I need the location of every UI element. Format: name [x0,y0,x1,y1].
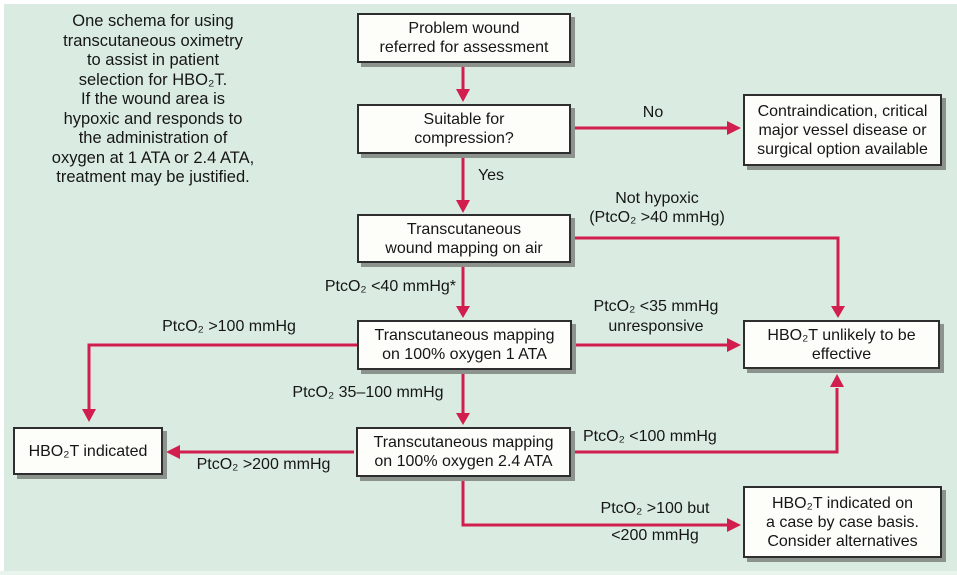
arrowhead-not-hypoxic-to-unlikely [831,306,845,318]
edge-label-ptco2-below-100: PtcO₂ <100 mmHg [583,428,717,445]
arrowhead-unresponsive-to-unlikely [727,338,741,352]
node-contraindication: Contraindication, critical major vessel … [743,94,942,166]
edge-label-ptco2-below-40: PtcO₂ <40 mmHg* [324,278,456,295]
node-hbo2t-unlikely: HBO₂T unlikely to be effective [743,320,940,369]
node-mapping-oxygen-24ata: Transcutaneous mapping on 100% oxygen 2.… [356,427,571,477]
arrowhead-midrange-to-24ata [456,413,470,425]
arrow-below100-to-unlikely [573,388,839,454]
edge-label-ptco2-above-100: PtcO₂ >100 mmHg [162,318,296,335]
edge-label-ptco2-below-35-unresponsive: PtcO₂ <35 mmHg unresponsive [593,298,719,335]
arrowhead-assessment-to-compression [456,89,470,102]
scan-margin-left [0,0,4,575]
arrowhead-between-to-case-by-case [727,518,741,532]
arrowhead-above100-to-indicated [82,409,96,422]
edge-label-no: No [642,104,664,121]
intro-caption: One schema for using transcutaneous oxim… [51,12,255,186]
arrowhead-below40-to-1ata [456,306,470,318]
edge-label-ptco2-above-200: PtcO₂ >200 mmHg [196,456,331,473]
node-hbo2t-indicated: HBO₂T indicated [13,427,163,475]
arrowhead-no-to-contraindication [727,121,741,135]
edge-label-yes: Yes [477,167,505,184]
node-hbo2t-case-by-case: HBO₂T indicated on a case by case basis.… [743,486,942,558]
node-wound-mapping-on-air: Transcutaneous wound mapping on air [357,214,571,263]
scan-margin-top [0,0,957,4]
arrow-not-hypoxic-to-unlikely [572,236,840,307]
arrowhead-above200-to-indicated [166,445,180,459]
node-suitable-for-compression: Suitable for compression? [357,104,571,154]
arrowhead-yes-to-air-mapping [456,200,470,213]
edge-label-not-hypoxic: Not hypoxic (PtcO₂ >40 mmHg) [589,190,725,226]
arrow-between-to-case-by-case [461,479,728,527]
arrow-above100-to-indicated [87,343,357,410]
node-mapping-oxygen-1ata: Transcutaneous mapping on 100% oxygen 1 … [357,320,572,370]
arrowhead-below100-to-unlikely [830,374,844,387]
node-problem-wound: Problem wound referred for assessment [357,13,571,63]
edge-label-ptco2-35-100: PtcO₂ 35–100 mmHg [292,384,444,401]
scan-margin-bottom [0,571,957,575]
edge-label-ptco2-100-to-200: PtcO₂ >100 but <200 mmHg [600,500,710,544]
